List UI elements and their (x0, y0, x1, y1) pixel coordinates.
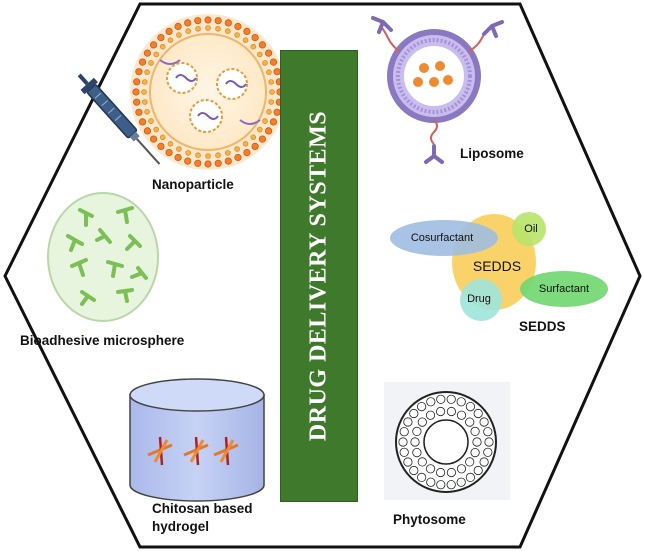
drug-molecule-icon (213, 436, 239, 466)
diagram-title: DRUG DELIVERY SYSTEMS (305, 110, 332, 442)
label-liposome: Liposome (460, 146, 524, 161)
phytosome-illustration (384, 382, 510, 500)
sedds-cosurfactant-label: Cosurfactant (410, 232, 474, 244)
drug-molecule-icon (147, 436, 173, 466)
label-phytosome: Phytosome (393, 512, 466, 527)
sedds-center-label: SEDDS (472, 258, 522, 274)
label-bioadhesive: Bioadhesive microsphere (20, 333, 185, 348)
sedds-oil-label: Oil (524, 223, 538, 235)
label-hydrogel-line2: hydrogel (152, 519, 210, 534)
microsphere-illustration (47, 192, 159, 322)
sedds-illustration (390, 212, 608, 321)
label-nanoparticle: Nanoparticle (152, 177, 234, 192)
sedds-surfactant-label: Surfactant (538, 283, 590, 295)
drug-blob (460, 279, 502, 321)
nanoparticle-illustration (130, 14, 286, 170)
hydrogel-illustration (129, 378, 265, 502)
hexagon-frame (3, 2, 642, 549)
surfactant-blob (520, 271, 608, 307)
syringe-icon (77, 73, 161, 165)
label-hydrogel-line1: Chitosan based (152, 501, 253, 516)
oil-blob (512, 212, 546, 246)
label-sedds: SEDDS (519, 319, 566, 334)
cosurfactant-blob (390, 220, 498, 256)
title-banner: DRUG DELIVERY SYSTEMS (280, 50, 358, 502)
drug-molecule-icon (183, 436, 209, 466)
sedds-drug-label: Drug (467, 293, 491, 305)
liposome-illustration (371, 16, 504, 164)
